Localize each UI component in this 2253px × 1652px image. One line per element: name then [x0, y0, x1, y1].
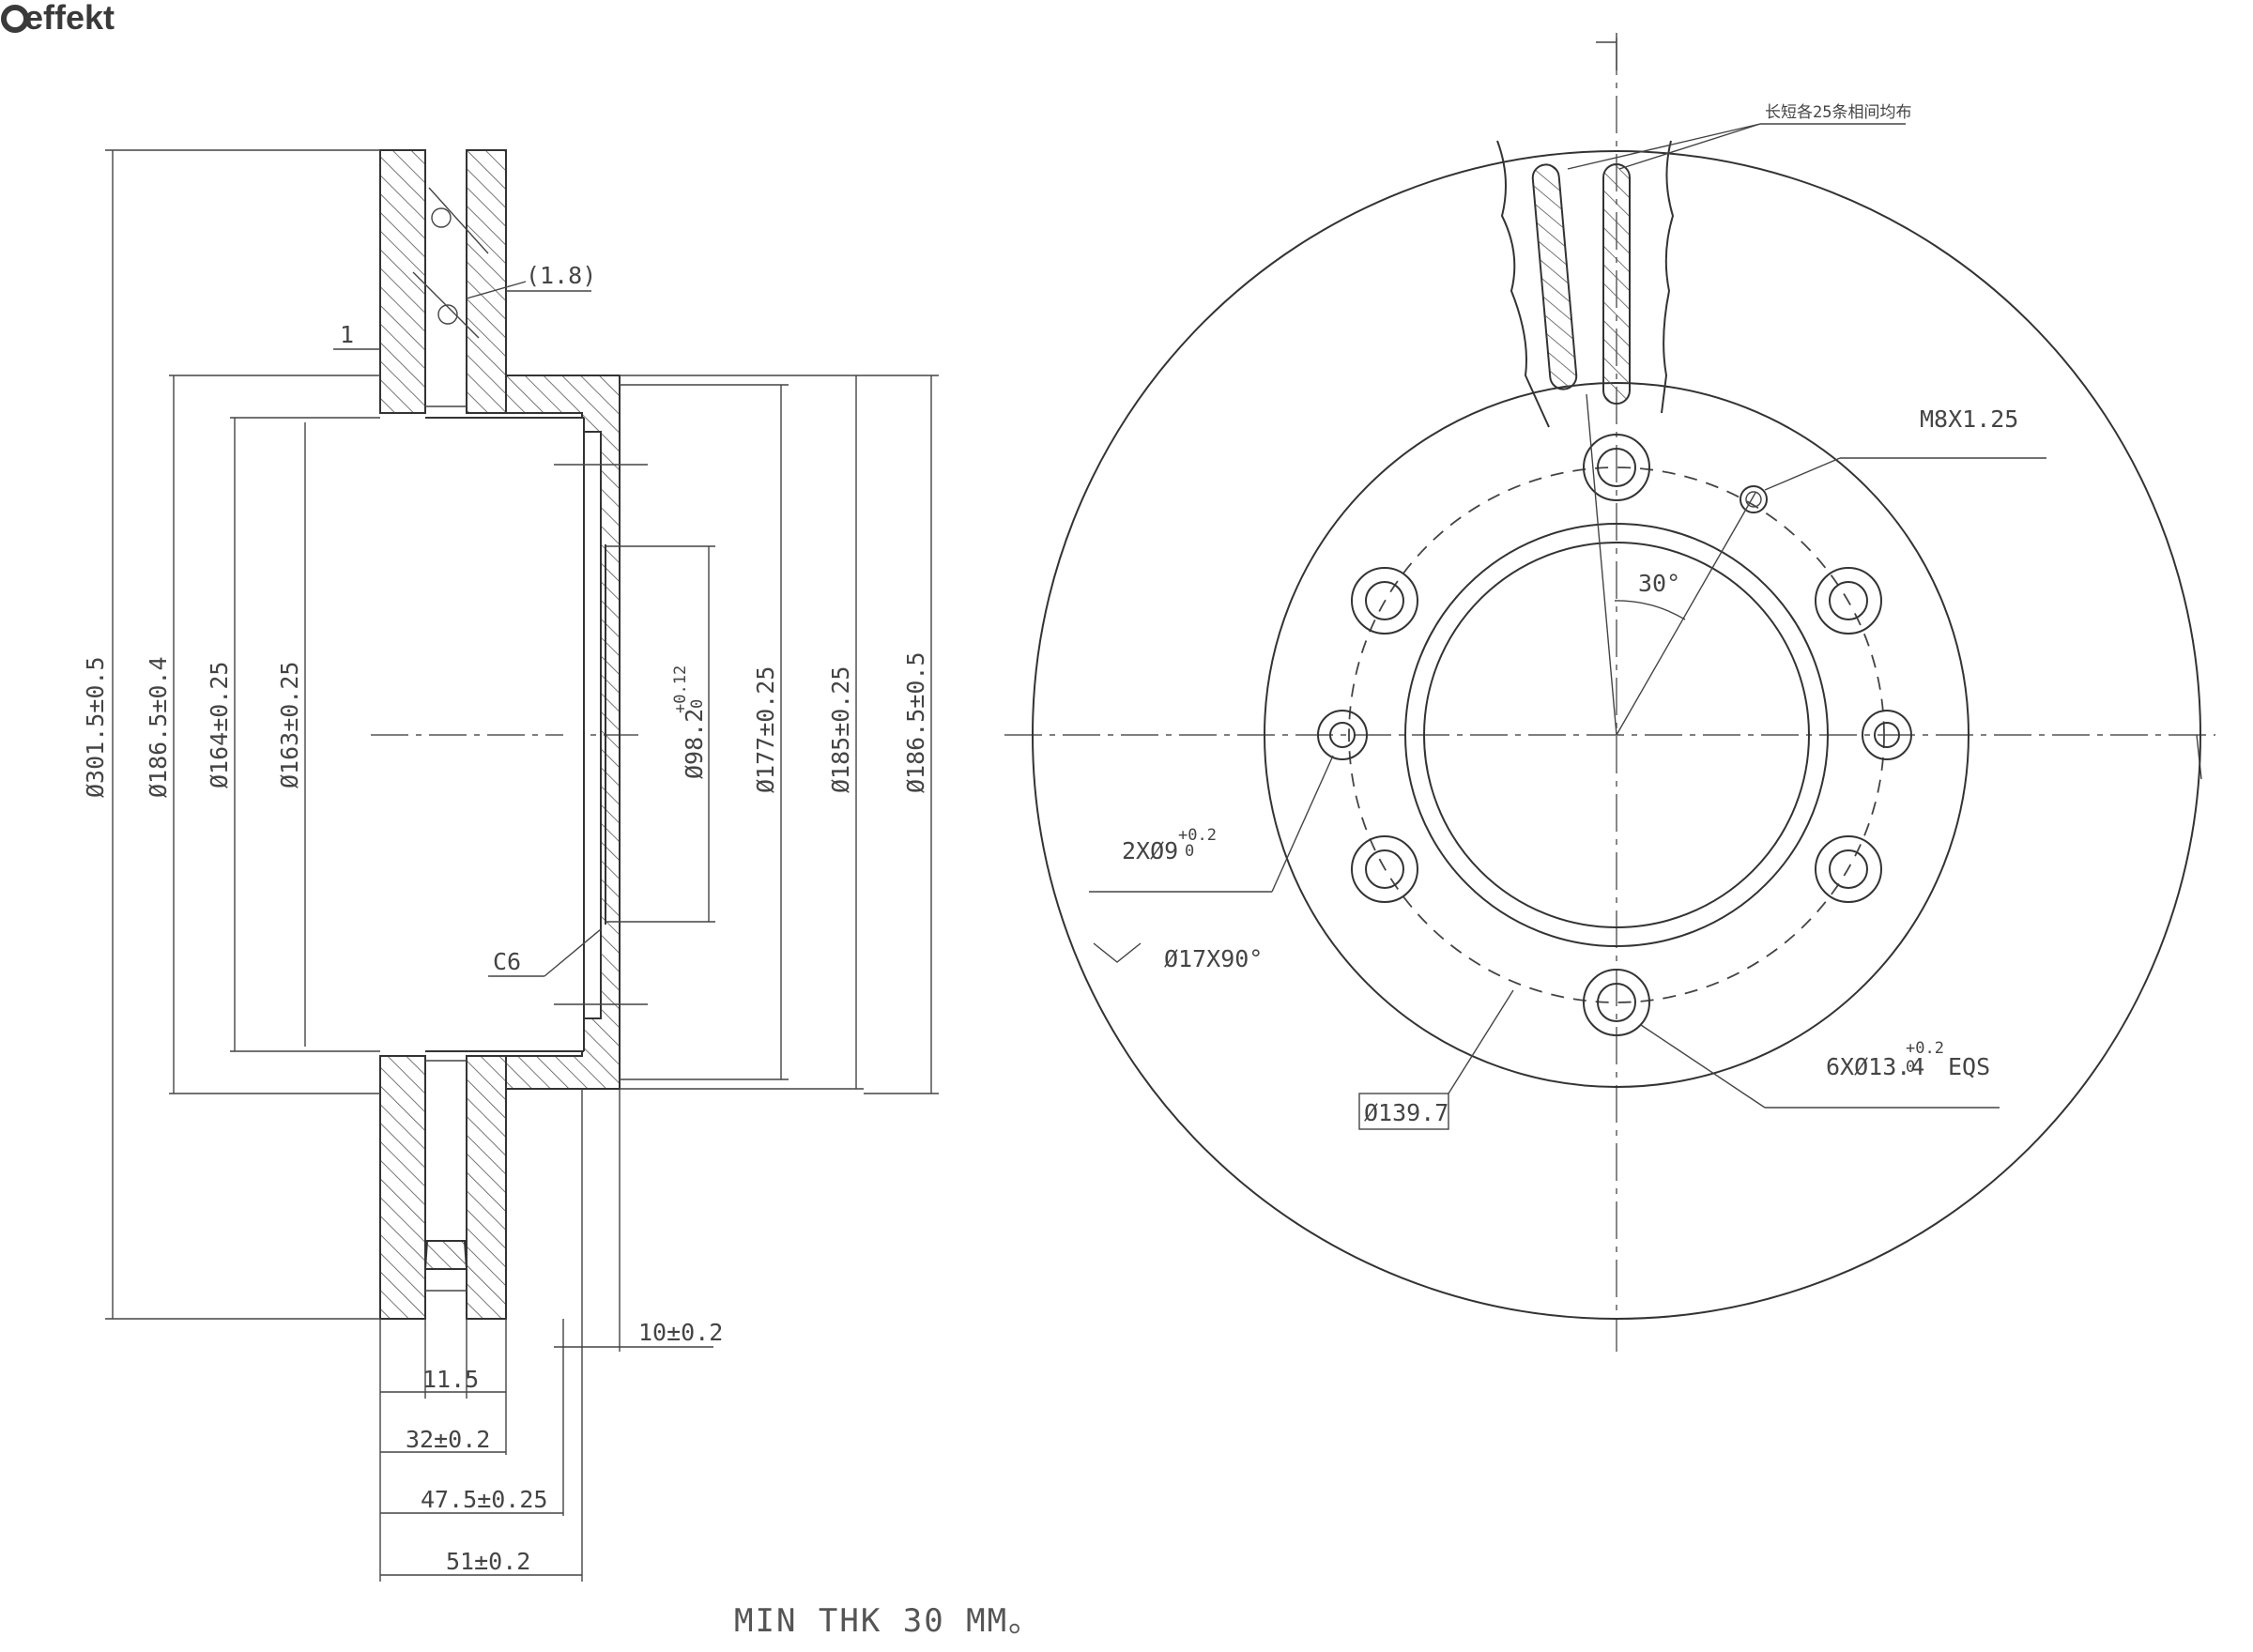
bolt-hole — [1583, 969, 1650, 1036]
pin-holes-label: 2XØ9 — [1122, 837, 1178, 864]
bolt-holes-tol-lower: 0 — [1906, 1058, 1915, 1077]
angle-arc — [1614, 600, 1686, 620]
dim-t51: 51±0.2 — [446, 1548, 530, 1575]
pcd-box — [1358, 1093, 1449, 1130]
dim-gap-1: 1 — [340, 321, 354, 348]
vent-circle-1 — [431, 207, 452, 228]
dim-d164: Ø164±0.25 — [206, 662, 233, 788]
inboard-plate-lower — [466, 1055, 507, 1320]
thread-label: M8X1.25 — [1920, 405, 2018, 433]
angle-line-1 — [1586, 393, 1617, 736]
vent-circle-2 — [437, 304, 458, 325]
pin-holes — [1317, 710, 1912, 760]
dim-t115: 11.5 — [422, 1366, 479, 1393]
countersink-icon — [1093, 942, 1142, 963]
center-bore-outer — [1404, 523, 1829, 947]
dim-t32: 32±0.2 — [406, 1426, 490, 1453]
pitch-circle — [1348, 467, 1885, 1003]
bolt-holes-label: 6XØ13.4 — [1826, 1053, 1924, 1080]
dim-d185: Ø185±0.25 — [827, 666, 854, 793]
vane-note-text: 长短各25条相间均布 — [1765, 103, 1911, 122]
bolt-hole — [1815, 835, 1882, 903]
bolt-holes-suffix: EQS — [1948, 1053, 1990, 1080]
brand-logo: effekt — [1, 0, 115, 37]
dim-d1865-04: Ø186.5±0.4 — [145, 656, 172, 798]
bolt-holes-callout: 6XØ13.4 +0.2 0 EQS — [1640, 1024, 2000, 1109]
logo-icon — [1, 5, 29, 33]
logo-text: effekt — [24, 0, 115, 37]
pin-holes-tol-upper: +0.2 — [1178, 826, 1217, 845]
center-bore-inner — [1423, 542, 1810, 928]
thread-hole — [1740, 485, 1768, 513]
countersink-callout: Ø17X90° — [1093, 942, 1263, 972]
front-view: 长短各25条相间均布 — [1004, 33, 2215, 1352]
bolt-hole — [1583, 434, 1650, 501]
angle-label: 30° — [1638, 570, 1680, 597]
dim-d982-tol-lower: 0 — [688, 699, 707, 709]
vane-section — [423, 1240, 468, 1270]
vane-short — [1602, 163, 1631, 405]
gap-dimensions: 1 (1.8) — [333, 262, 596, 350]
pcd-callout: Ø139.7 — [1358, 989, 1514, 1130]
dim-t10: 10±0.2 — [638, 1319, 723, 1346]
pin-holes-tol-lower: 0 — [1185, 842, 1194, 861]
angle-line-2 — [1616, 492, 1756, 736]
vane-long — [1531, 163, 1578, 390]
pcd-label: Ø139.7 — [1364, 1099, 1448, 1126]
thread-callout: M8X1.25 — [1764, 405, 2046, 491]
dim-gap-18: (1.8) — [526, 262, 596, 289]
bolt-holes-tol-upper: +0.2 — [1906, 1039, 1944, 1058]
dim-d982: Ø98.2 — [681, 709, 708, 779]
countersink-label: Ø17X90° — [1164, 945, 1263, 972]
dim-outer-diameter: Ø301.5±0.5 — [82, 656, 109, 798]
bolt-hole — [1815, 567, 1882, 635]
thickness-dimensions: 11.5 32±0.2 47.5±0.25 51±0.2 10±0.2 — [379, 1089, 723, 1582]
bolt-holes — [1351, 434, 1882, 1036]
disc-outer-edge — [1032, 150, 2201, 1320]
dim-d1865-05: Ø186.5±0.5 — [902, 651, 929, 793]
outboard-plate-upper — [379, 149, 426, 414]
dim-t475: 47.5±0.25 — [421, 1486, 547, 1513]
diameter-dimensions: Ø301.5±0.5 Ø186.5±0.4 Ø164±0.25 Ø163±0.2… — [82, 149, 939, 1320]
inboard-plate-upper — [466, 149, 507, 414]
min-thickness-note: MIN THK 30 MM。 — [734, 1602, 1042, 1640]
outboard-plate-lower — [379, 1055, 426, 1320]
section-view: Ø301.5±0.5 Ø186.5±0.4 Ø164±0.25 Ø163±0.2… — [82, 149, 939, 1582]
vane-cutaway — [1496, 140, 1675, 428]
bolt-hole — [1351, 567, 1418, 635]
pin-holes-callout: 2XØ9 +0.2 0 — [1089, 755, 1334, 893]
chamfer-label: C6 — [493, 948, 521, 975]
hub-hat-section — [505, 375, 621, 1090]
vane-note-callout: 长短各25条相间均布 — [1567, 103, 1911, 170]
chamfer-callout: C6 — [488, 928, 602, 977]
dim-d982-tol-upper: +0.12 — [671, 665, 690, 713]
bolt-hole — [1351, 835, 1418, 903]
dim-d177: Ø177±0.25 — [752, 666, 779, 793]
dim-d163: Ø163±0.25 — [276, 662, 303, 788]
